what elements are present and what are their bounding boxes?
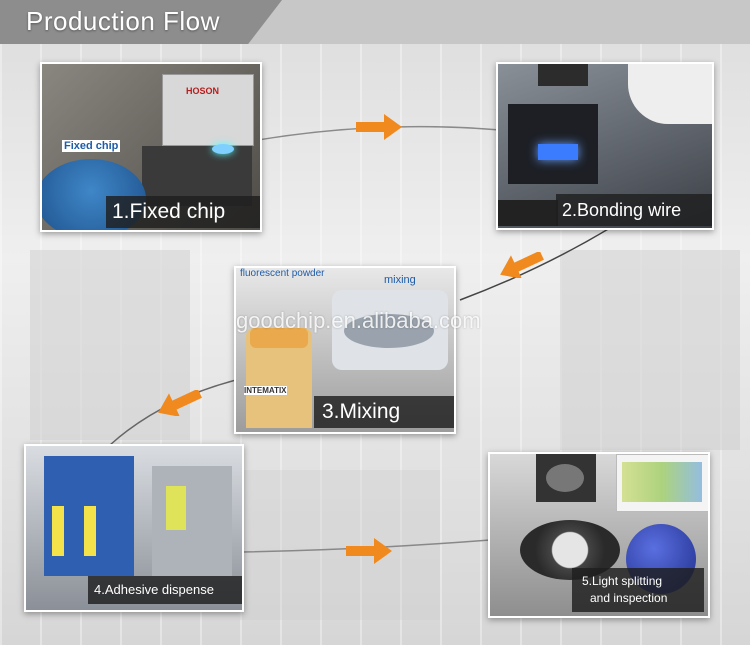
header-tab: [0, 0, 282, 44]
brand-label: HOSON: [186, 86, 220, 96]
step-5-caption-line1: 5.Light splitting: [582, 574, 663, 588]
header-bar: Production Flow: [0, 0, 750, 44]
step-5-caption-line2: and inspection: [590, 591, 668, 605]
step-3-label-powder: fluorescent powder: [240, 268, 325, 279]
step-2-photo: 2.Bonding wire: [496, 62, 714, 230]
step-5-caption: 5.Light splitting and inspection: [572, 568, 704, 612]
step-1-photo: HOSON Fixed chip 1.Fixed chip: [40, 62, 262, 232]
step-4-caption: 4.Adhesive dispense: [88, 576, 242, 604]
step-1-caption: 1.Fixed chip: [106, 196, 260, 228]
arrow-right-icon: [356, 114, 402, 140]
step-3-photo: INTEMATIX fluorescent powder mixing 3.Mi…: [234, 266, 456, 434]
arrow-down-left-icon: [500, 252, 544, 278]
arrow-right-icon: [346, 538, 392, 564]
step-4-photo: 4.Adhesive dispense: [24, 444, 244, 612]
step-5-photo: 5.Light splitting and inspection: [488, 452, 710, 618]
step-3-label-mixing: mixing: [384, 274, 416, 286]
step-2-caption: 2.Bonding wire: [556, 194, 712, 226]
watermark: goodchip.en.alibaba.com: [236, 308, 481, 333]
step-1-inset-label: Fixed chip: [62, 140, 121, 152]
page-title: Production Flow: [26, 6, 220, 36]
arrow-down-left-icon: [158, 390, 202, 416]
bottle-label: INTEMATIX: [244, 386, 287, 395]
background-machine: [560, 250, 740, 450]
step-3-caption: 3.Mixing: [314, 396, 454, 428]
